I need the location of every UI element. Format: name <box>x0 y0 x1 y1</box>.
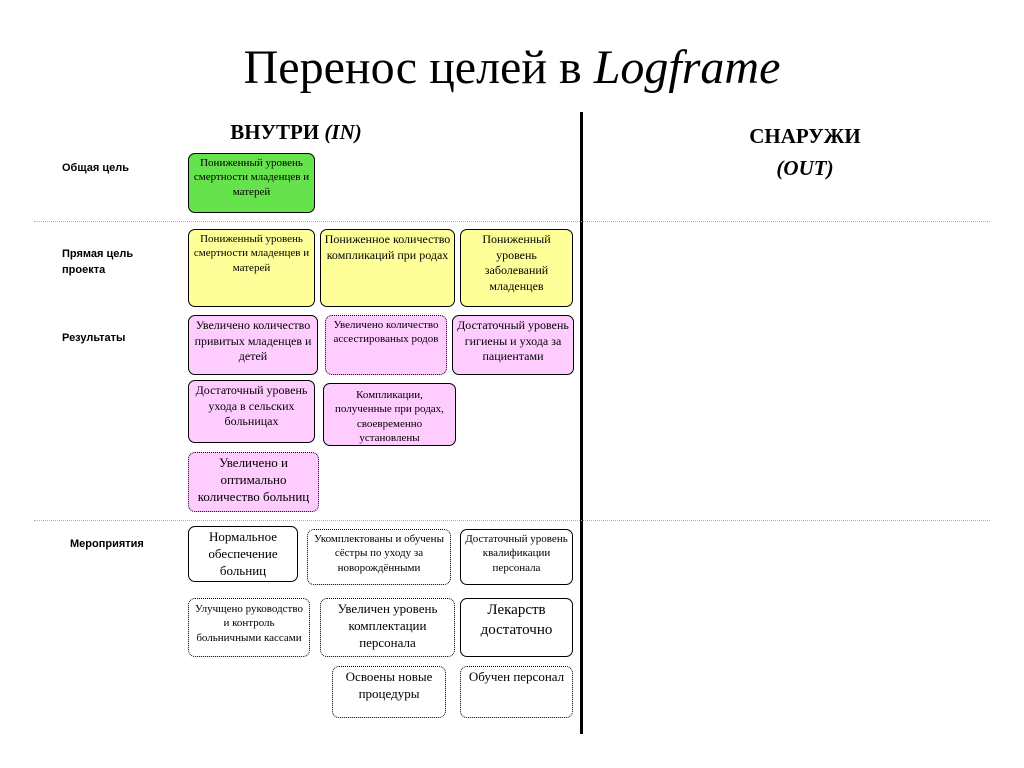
title-main: Перенос целей в <box>243 41 594 94</box>
activity-box-qualification: Достаточный уровень квалификации персона… <box>460 529 573 585</box>
purpose-box-diseases: Пониженный уровень заболеваний младенцев <box>460 229 573 307</box>
activity-box-supply: Нормальное обеспечение больниц <box>188 526 298 582</box>
row-label-results: Результаты <box>62 332 126 344</box>
column-header-inside: ВНУТРИ (IN) <box>196 120 396 145</box>
page-title: Перенос целей в Logframe <box>0 38 1024 98</box>
result-box-rural-care: Достаточный уровень ухода в сельских бол… <box>188 380 315 443</box>
activity-box-staffing: Увеличен уровень комплектации персонала <box>320 598 455 657</box>
row-separator-activities <box>34 520 990 521</box>
column-outside-label: СНАРУЖИ <box>749 124 861 148</box>
column-inside-emphasis: (IN) <box>324 120 362 144</box>
row-label-goal: Общая цель <box>62 162 129 174</box>
activity-box-management: Улучщено руководство и контроль больничн… <box>188 598 310 657</box>
result-box-hygiene: Достаточный уровень гигиены и ухода за п… <box>452 315 574 375</box>
activity-box-procedures: Освоены новые процедуры <box>332 666 446 718</box>
purpose-box-mortality: Пониженный уровень смертности младенцев … <box>188 229 315 307</box>
row-label-activities: Мероприятия <box>70 538 144 550</box>
column-inside-label: ВНУТРИ <box>230 120 325 144</box>
result-box-assisted-births: Увеличено количество ассестированых родо… <box>325 315 447 375</box>
result-box-vaccination: Увеличено количество привитых младенцев … <box>188 315 318 375</box>
row-separator-goal <box>34 221 990 222</box>
goal-box: Пониженный уровень смертности младенцев … <box>188 153 315 213</box>
title-emphasis: Logframe <box>593 41 781 94</box>
column-header-outside: СНАРУЖИ (OUT) <box>690 120 920 184</box>
column-outside-emphasis: (OUT) <box>776 156 834 180</box>
activity-box-trained-staff: Обучен персонал <box>460 666 573 718</box>
result-box-hospital-count: Увеличено и оптимально количество больни… <box>188 452 319 512</box>
in-out-divider <box>580 112 583 734</box>
row-label-purpose: Прямая цель проекта <box>62 248 134 276</box>
activity-box-nurses: Укомплектованы и обучены сёстры по уходу… <box>307 529 451 585</box>
purpose-box-complications: Пониженное количество компликаций при ро… <box>320 229 455 307</box>
activity-box-medicines: Лекарств достаточно <box>460 598 573 657</box>
result-box-complications-detected: Компликации, полученные при родах, своев… <box>323 383 456 446</box>
